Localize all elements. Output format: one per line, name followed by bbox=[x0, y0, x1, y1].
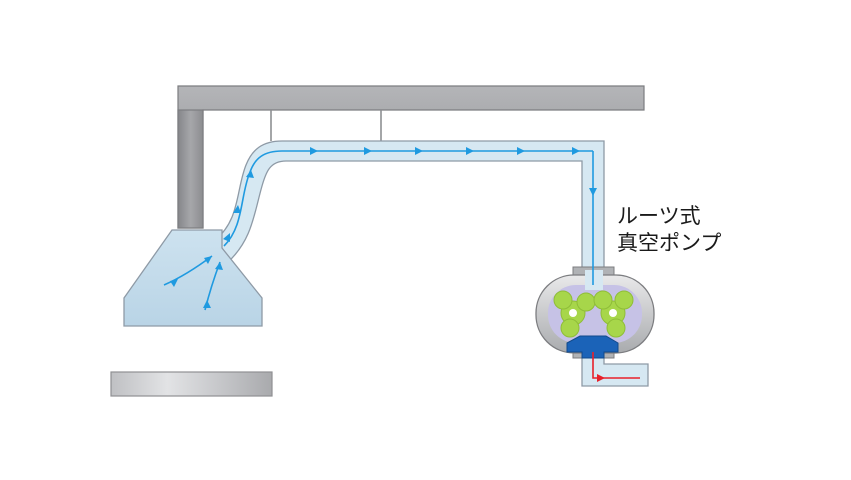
work-table bbox=[110, 371, 273, 397]
pump-label-line1: ルーツ式 bbox=[617, 204, 701, 228]
pump-label: ルーツ式 真空ポンプ bbox=[617, 203, 721, 257]
support-frame bbox=[177, 85, 645, 229]
collection-hood bbox=[123, 229, 263, 327]
airflow-arrows bbox=[163, 147, 640, 382]
roots-pump-icon bbox=[535, 266, 655, 359]
pump-label-line2: 真空ポンプ bbox=[617, 231, 722, 255]
